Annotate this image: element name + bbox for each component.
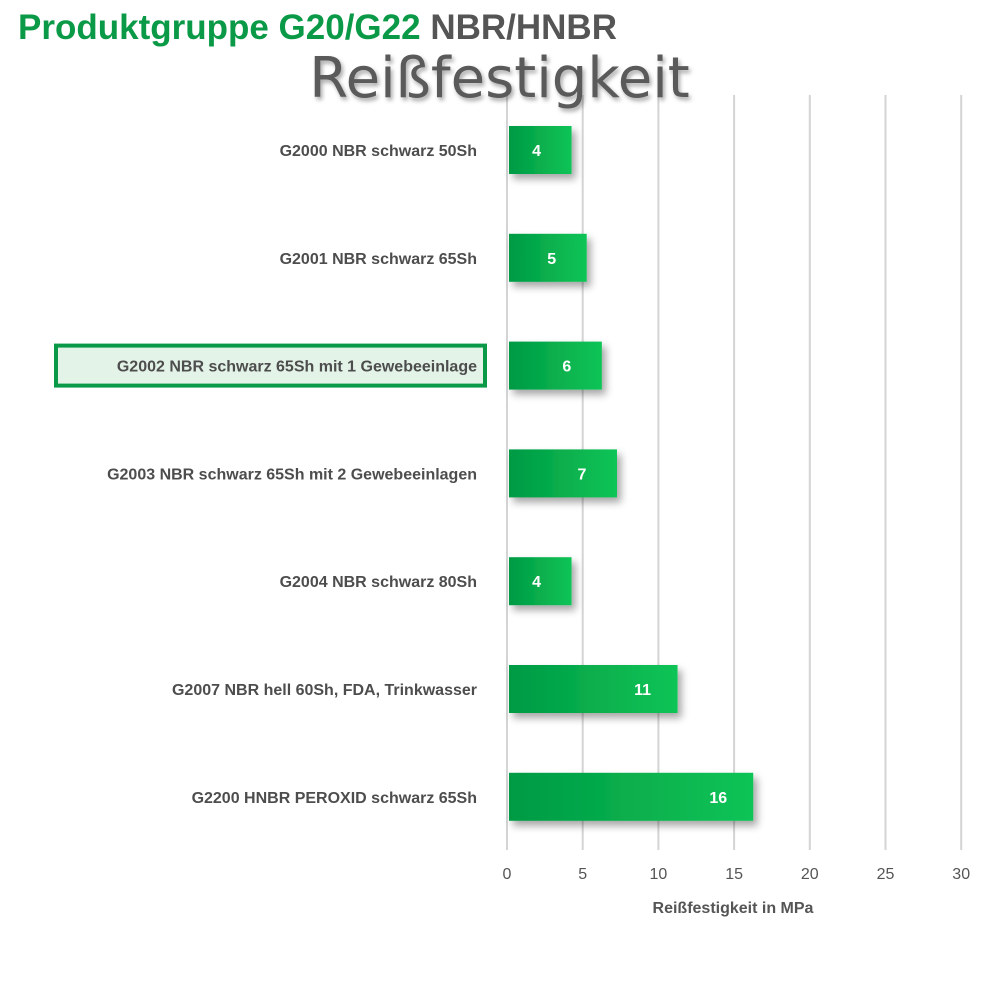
header-title-grey: NBR/HNBR <box>430 8 617 47</box>
category-label: G2007 NBR hell 60Sh, FDA, Trinkwasser <box>172 682 477 699</box>
bar <box>509 233 587 282</box>
x-tick-label: 10 <box>650 866 668 883</box>
data-label: 6 <box>562 359 571 376</box>
data-label: 16 <box>709 790 727 807</box>
x-tick-label: 25 <box>877 866 895 883</box>
x-axis-title: Reißfestigkeit in MPa <box>653 900 814 917</box>
category-label: G2002 NBR schwarz 65Sh mit 1 Gewebeeinla… <box>117 359 477 376</box>
bar <box>509 126 572 174</box>
bars-layer: 4 5 6 7 4 11 16 <box>509 126 754 821</box>
bar <box>509 665 678 713</box>
chart-title: Reißfestigkeit <box>309 46 690 111</box>
data-label: 11 <box>634 682 651 699</box>
x-tick-label: 15 <box>725 866 743 883</box>
data-label: 4 <box>532 143 541 160</box>
category-label: G2200 HNBR PEROXID schwarz 65Sh <box>192 790 477 807</box>
grid-layer <box>506 95 963 850</box>
data-label: 5 <box>547 251 556 268</box>
category-label: G2004 NBR schwarz 80Sh <box>280 574 477 591</box>
data-label: 4 <box>532 574 541 591</box>
bar <box>509 341 602 390</box>
header-title: Produktgruppe G20/G22 NBR/HNBR <box>18 8 617 48</box>
bar <box>509 557 572 606</box>
bar <box>509 772 754 821</box>
x-tick-label: 30 <box>952 866 970 883</box>
category-label: G2003 NBR schwarz 65Sh mit 2 Gewebeeinla… <box>107 466 477 483</box>
category-label: G2001 NBR schwarz 65Sh <box>280 251 477 268</box>
x-ticks-layer: 0 5 10 15 20 25 30 <box>503 866 971 883</box>
x-tick-label: 0 <box>503 866 512 883</box>
highlight-box <box>54 343 487 388</box>
data-label: 7 <box>578 466 587 483</box>
x-tick-label: 5 <box>578 866 587 883</box>
bar <box>509 449 617 498</box>
x-tick-label: 20 <box>801 866 819 883</box>
category-label: G2000 NBR schwarz 50Sh <box>280 143 477 160</box>
header-title-green: Produktgruppe G20/G22 <box>18 8 421 47</box>
